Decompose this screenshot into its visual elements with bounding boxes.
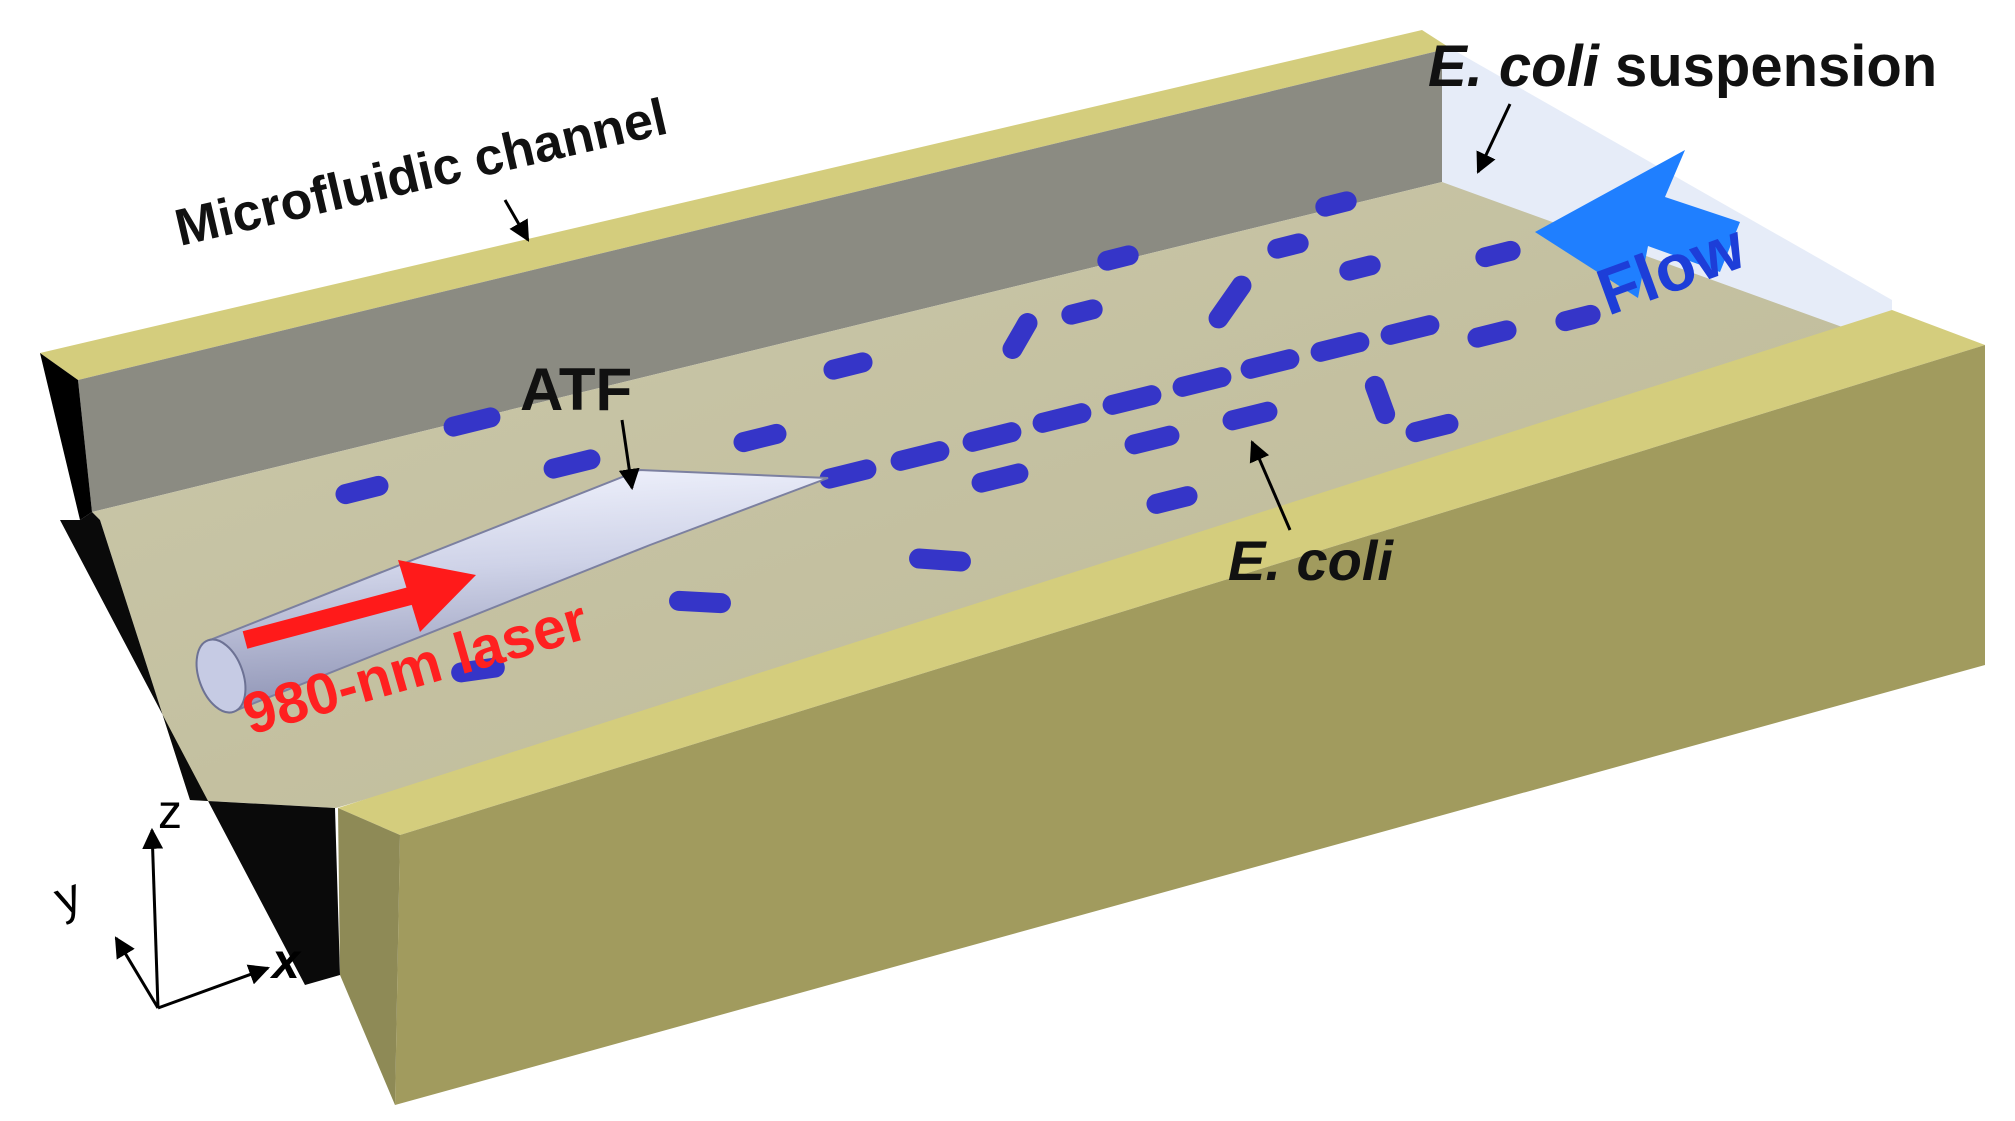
channel-callout-arrow <box>503 199 530 242</box>
ecoli-cell <box>1339 255 1381 281</box>
back-wall-left-edge <box>40 353 92 520</box>
axis-z-label: z <box>158 786 182 839</box>
ecoli-cell <box>1240 349 1300 379</box>
suspension-label-italic: E. coli <box>1428 34 1601 99</box>
callout-arrows <box>503 103 1512 531</box>
atf-callout-arrow <box>618 419 640 491</box>
coordinate-axes <box>114 827 270 1010</box>
back-wall-top <box>40 30 1450 380</box>
y-axis-line <box>114 936 160 1009</box>
z-axis-line <box>142 827 164 1009</box>
ecoli-cell <box>451 657 505 683</box>
ecoli-cell <box>335 475 389 505</box>
ecoli-cell <box>1002 313 1038 359</box>
right-arrow-icon <box>242 560 476 649</box>
front-wall <box>338 310 1985 1105</box>
ecoli-cell <box>1146 486 1198 514</box>
ecoli-cell <box>1315 191 1357 217</box>
atf-label: ATF <box>520 356 632 423</box>
ecoli-cell <box>909 548 971 572</box>
ecoli-cell <box>1032 403 1092 433</box>
atf-fiber <box>195 468 829 714</box>
left-arrow-icon <box>1535 150 1740 298</box>
front-wall-left-side <box>338 808 400 1105</box>
ecoli-cell <box>819 459 877 489</box>
ecoli-cell <box>1061 299 1103 325</box>
back-wall <box>40 30 1450 520</box>
ecoli-cell <box>543 449 601 479</box>
ecoli-cell <box>1475 240 1521 268</box>
ecoli-cell <box>443 407 501 437</box>
ecoli-cell <box>1097 245 1139 271</box>
axis-x-label: x <box>269 933 302 989</box>
ecoli-cell <box>962 422 1022 452</box>
ecoli-cell <box>1102 385 1162 415</box>
axis-y-label: y <box>48 868 89 926</box>
ecoli-cell <box>733 423 787 453</box>
fiber-end-cap <box>195 638 247 714</box>
channel-floor <box>92 182 1892 808</box>
ecoli-cell <box>1172 367 1232 397</box>
ecoli-cell <box>971 463 1029 493</box>
ecoli-cells <box>335 191 1601 683</box>
ecoli-cell <box>823 352 873 380</box>
ecoli-cell <box>1467 320 1517 348</box>
ecoli-cell <box>1222 401 1278 431</box>
ecoli-cell <box>1405 413 1459 443</box>
suspension-callout-arrow <box>1476 103 1512 174</box>
ecoli-cell <box>1310 332 1370 362</box>
x-axis-line <box>157 964 270 1010</box>
channel-left-end <box>60 512 340 985</box>
front-wall-top <box>338 310 1985 835</box>
ecoli-cell <box>890 441 950 471</box>
ecoli-cell <box>1364 375 1396 425</box>
ecoli-cell <box>669 590 731 614</box>
ecoli-cell <box>1555 304 1601 332</box>
suspension-label: E. coli suspension <box>1428 34 1937 99</box>
suspension-label-rest: suspension <box>1599 34 1937 99</box>
ecoli-cell <box>1208 275 1252 329</box>
ecoli-cell <box>1380 315 1440 345</box>
ecoli-cell <box>1267 233 1309 259</box>
ecoli-cell <box>1124 425 1180 455</box>
ecoli-label: E. coli <box>1228 529 1394 592</box>
back-wall-inner-face <box>78 48 1450 512</box>
front-wall-face <box>395 345 1985 1105</box>
ecoli-callout-arrow <box>1249 440 1292 531</box>
